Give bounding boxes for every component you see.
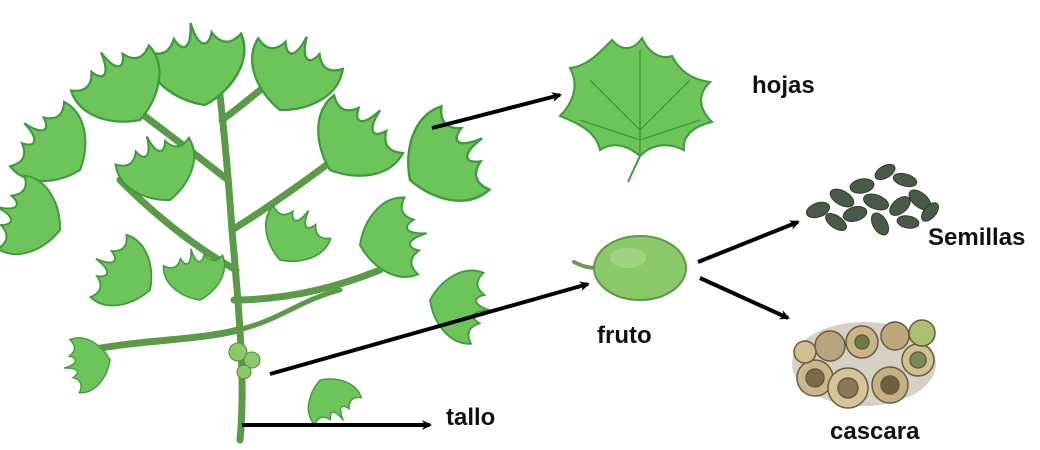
stem-label: tallo xyxy=(446,404,495,432)
fruit-label: fruto xyxy=(597,322,652,350)
leaf-icon xyxy=(560,38,712,182)
seeds-label: Semillas xyxy=(928,224,1025,252)
arrow-to-seeds xyxy=(698,222,798,262)
seeds-icon xyxy=(804,161,941,238)
shell-icon xyxy=(792,320,936,408)
leaves-label: hojas xyxy=(752,72,815,100)
jatropha-plant-icon xyxy=(0,15,507,440)
shell-label: cascara xyxy=(830,418,919,446)
arrow-to-leaf xyxy=(432,95,560,128)
fruit-icon xyxy=(574,236,686,300)
arrow-to-shell xyxy=(700,278,788,318)
